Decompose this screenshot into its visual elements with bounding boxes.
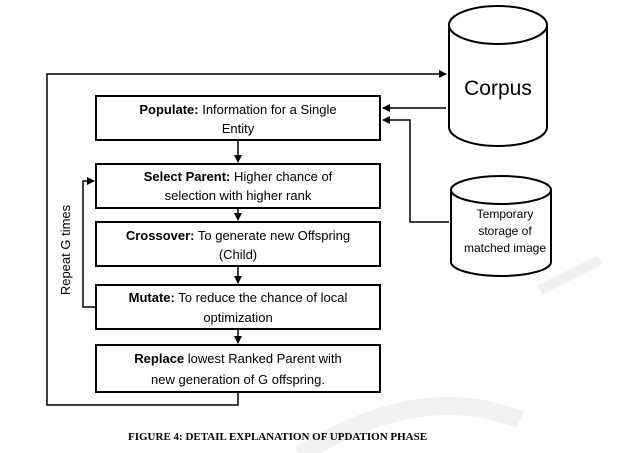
corpus-label: Corpus [464,77,532,100]
crossover-desc-line1: To generate new Offspring [195,228,351,243]
step-crossover: Crossover: To generate new Offspring (Ch… [95,221,381,267]
populate-desc-line2: Entity [222,121,255,136]
svg-text:Crossover: To generate new Of: Crossover: To generate new Offspring [126,228,350,243]
repeat-loop-label: Repeat G times [58,204,73,295]
select-parent-desc-line2: selection with higher rank [165,188,312,203]
svg-text:Replace lowest Ranked Parent w: Replace lowest Ranked Parent with [134,351,341,366]
select-parent-desc-line1: Higher chance of [230,169,332,184]
replace-desc-line1: lowest Ranked Parent with [184,351,342,366]
step-populate: Populate: Information for a Single Entit… [95,95,381,141]
step-mutate: Mutate: To reduce the chance of local op… [95,284,381,330]
populate-title: Populate: [139,102,198,117]
mutate-title: Mutate: [129,290,175,305]
arrow-temp-storage-to-populate [382,116,449,223]
outer-loop [46,70,447,406]
step-replace: Replace lowest Ranked Parent with new ge… [95,344,381,393]
repeat-loop [82,177,96,308]
select-parent-title: Select Parent: [144,169,231,184]
step-select-parent: Select Parent: Higher chance of selectio… [95,163,381,209]
mutate-desc-line2: optimization [203,310,272,325]
figure-caption: FIGURE 4: DETAIL EXPLANATION OF UPDATION… [128,431,427,443]
temp-storage-cylinder: Temporary storage of matched image [450,175,552,277]
corpus-cylinder: Corpus [448,5,548,147]
watermark [295,255,603,453]
mutate-desc-line1: To reduce the chance of local [175,290,348,305]
replace-desc-line2: new generation of G offspring. [151,372,325,387]
temp-storage-line2: storage of [478,224,532,238]
populate-desc-line1: Information for a Single [199,102,337,117]
svg-text:Populate: Information for a Si: Populate: Information for a Single [139,102,336,117]
crossover-desc-line2: (Child) [219,247,257,262]
svg-text:Select Parent: Higher chance o: Select Parent: Higher chance of [144,169,333,184]
svg-text:Mutate: To reduce the chance o: Mutate: To reduce the chance of local [129,290,348,305]
temp-storage-line3: matched image [464,241,546,255]
crossover-title: Crossover: [126,228,195,243]
temp-storage-line1: Temporary [477,207,534,221]
replace-title: Replace [134,351,184,366]
